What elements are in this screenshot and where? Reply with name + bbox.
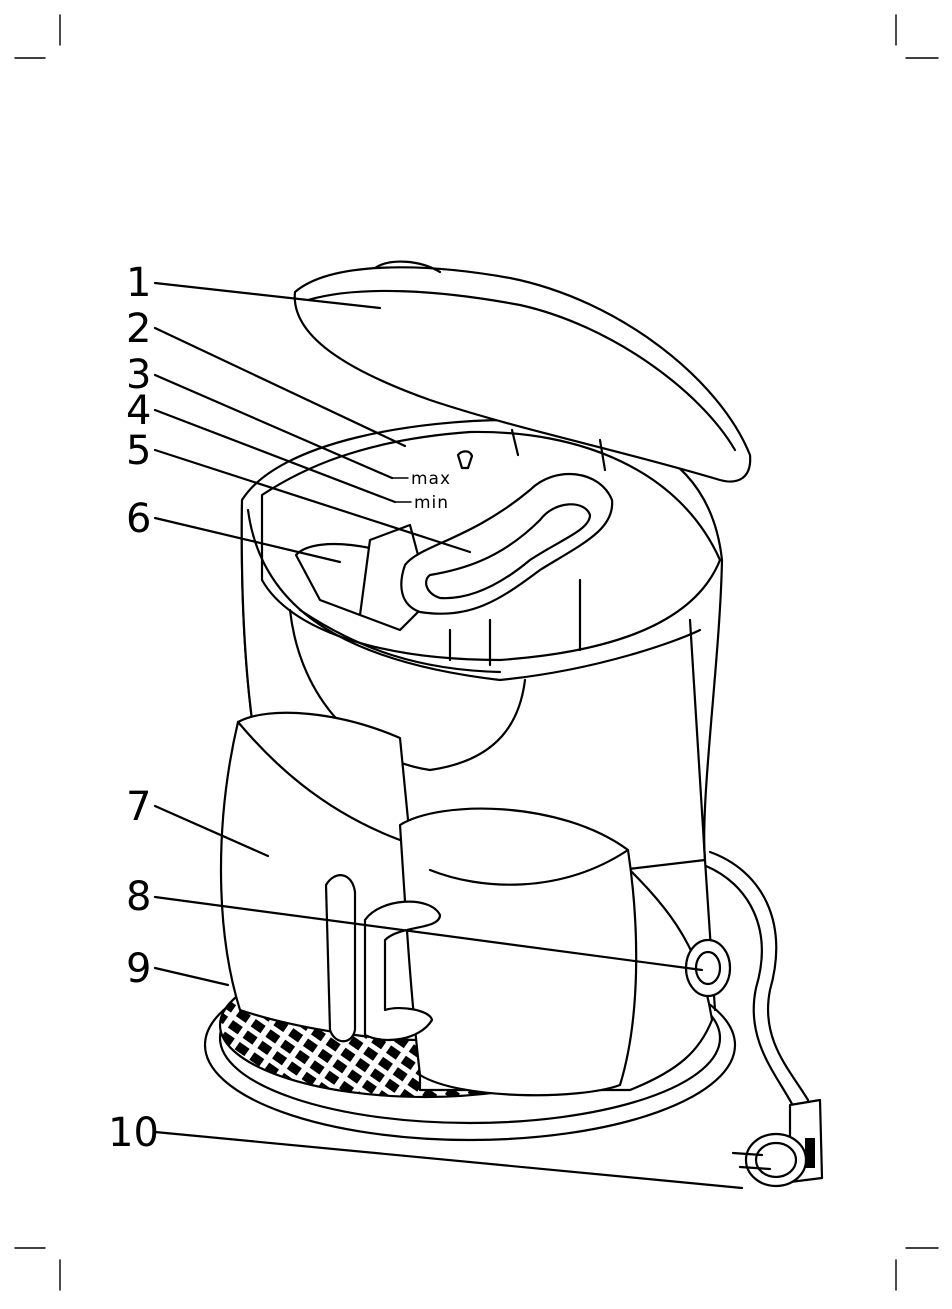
callout-9: 9: [126, 946, 151, 992]
callout-8: 8: [126, 874, 151, 920]
callout-2: 2: [126, 306, 151, 352]
callout-5: 5: [126, 428, 151, 474]
callout-1: 1: [126, 260, 151, 306]
plug: [733, 1100, 822, 1186]
callout-7: 7: [126, 784, 151, 830]
callout-10: 10: [108, 1110, 159, 1156]
callout-6: 6: [126, 496, 151, 542]
cup-left: [221, 713, 420, 1042]
min-marking: min: [414, 493, 449, 513]
max-marking: max: [411, 469, 451, 489]
